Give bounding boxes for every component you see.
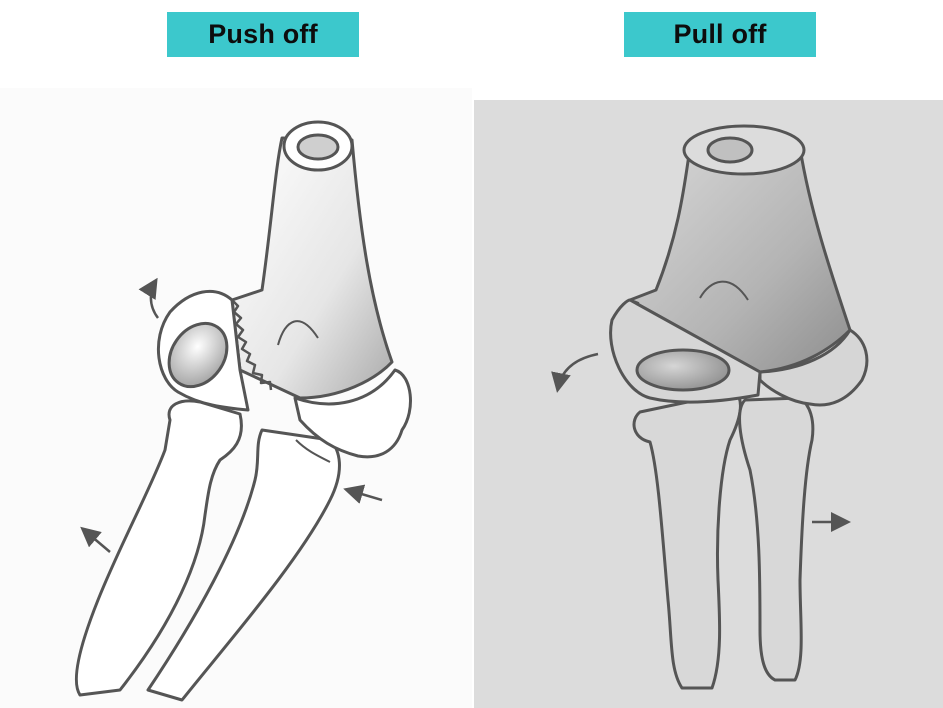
oval-right xyxy=(637,350,729,390)
arrow-up-left xyxy=(151,282,158,318)
push-off-bones xyxy=(76,122,410,700)
pull-off-bones xyxy=(611,126,867,688)
humerus-left xyxy=(232,138,392,398)
arrow-curve-left xyxy=(558,354,598,388)
ulna-right xyxy=(634,392,740,688)
radius-right xyxy=(740,398,813,680)
arrow-diag-left xyxy=(84,530,110,552)
arrow-push-right xyxy=(348,490,382,500)
